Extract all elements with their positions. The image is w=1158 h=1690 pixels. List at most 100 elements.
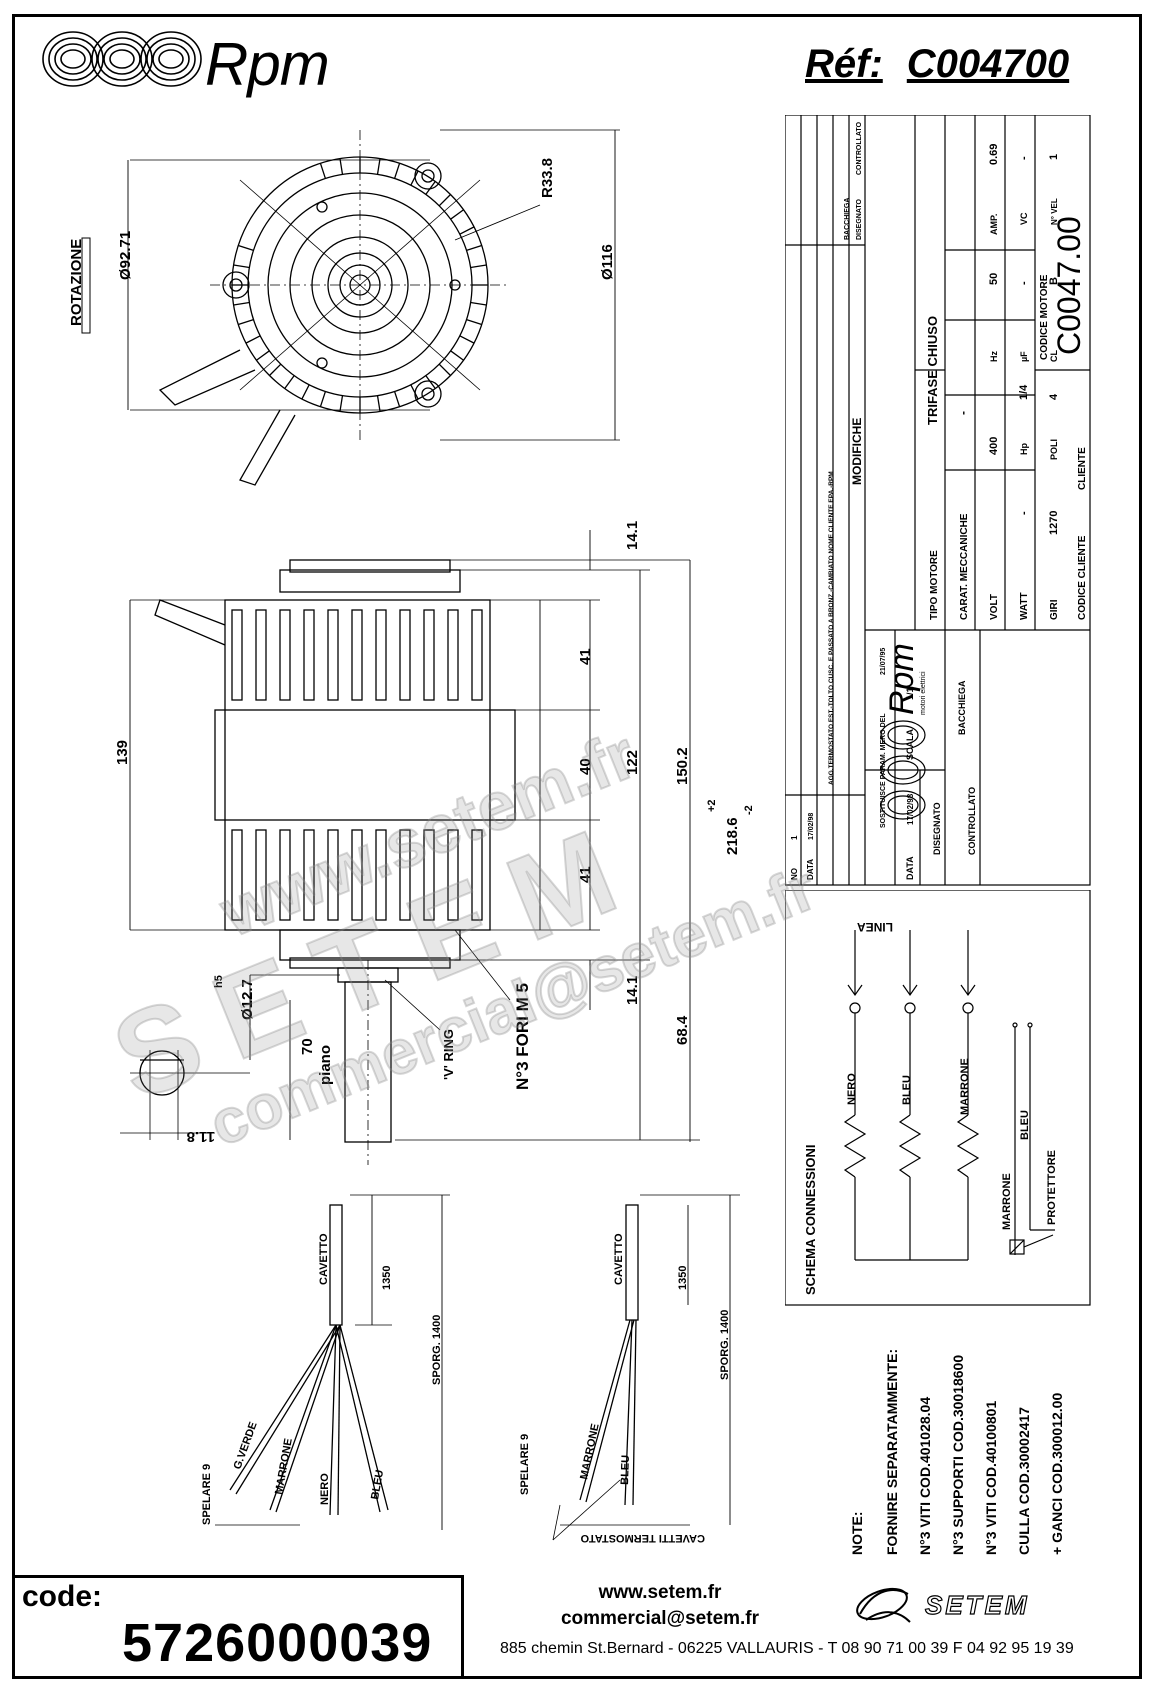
volt-value: 400 (988, 437, 1000, 455)
left-cavetto-label: CAVETTO (318, 1233, 330, 1285)
carat-label: CARAT. MECCANICHE (959, 513, 970, 620)
nvel-value: 1 (1048, 154, 1060, 160)
tipo-motore-label: TIPO MOTORE (929, 550, 940, 620)
disegnato-value: BACCHIEGA (957, 680, 967, 735)
rev-col-data: DATA (806, 859, 815, 880)
dim-122: 122 (624, 750, 641, 775)
drawing-frame (12, 14, 1142, 1679)
vc-value: - (1018, 156, 1030, 160)
notes-title: NOTE: (849, 1511, 865, 1555)
notes-line-6: + GANCI COD.300012.00 (1049, 1393, 1065, 1555)
dim-218: 218.6 (724, 817, 741, 855)
right-wire-marrone: MARRONE (578, 1423, 602, 1481)
hp-label: Hp (1019, 443, 1029, 455)
codice-cliente-label: CODICE CLIENTE (1077, 535, 1088, 620)
ref-label: Réf: (805, 42, 883, 86)
left-wire-nero: NERO (319, 1473, 331, 1505)
dim-radius: R33.8 (539, 158, 556, 198)
protettore-label: PROTETTORE (1046, 1150, 1058, 1225)
right-sporg: SPORG. 1400 (719, 1310, 731, 1380)
dim-41-bottom: 41 (577, 866, 594, 883)
linea-label: LINEA (857, 920, 893, 934)
giri-label: GIRI (1049, 599, 1060, 620)
schema-wire-bleu: BLEU (901, 1075, 913, 1105)
poli-value: 4 (1048, 393, 1060, 400)
footer-address: 885 chemin St.Bernard - 06225 VALLAURIS … (500, 1640, 1074, 1657)
dim-outer-diameter: Ø116 (599, 244, 616, 280)
notes-line-5: CULLA COD.30002417 (1016, 1407, 1032, 1555)
dim-150: 150.2 (674, 747, 691, 785)
right-wire-bleu: BLEU (619, 1455, 632, 1485)
schema-connessioni: LINEA SCHEMA CONNESSIONI NERO BLEU MARRO… (785, 890, 1091, 1306)
right-spelare: SPELARE 9 (519, 1434, 531, 1495)
giri-value: 1270 (1048, 511, 1060, 535)
code-label: code: (22, 1580, 103, 1613)
label-vring: 'V' RING (441, 1029, 456, 1080)
dim-flat: 11.8 (187, 1128, 215, 1145)
cliente-label: CLIENTE (1077, 447, 1088, 490)
dim-139: 139 (114, 740, 131, 765)
footer-email[interactable]: commercial@setem.fr (560, 1608, 760, 1629)
footer-website[interactable]: www.setem.fr (598, 1582, 722, 1603)
left-dim-1350: 1350 (381, 1266, 393, 1290)
title-logo-sub: motori elettrici (920, 671, 927, 715)
data-value: 17/02/98 (906, 793, 915, 825)
dim-41-top: 41 (577, 648, 594, 665)
cable-right-drawing (552, 1194, 740, 1541)
revision-text: AGG.TERMOSTATO EST.-TOLTO CUSC. E PASSAT… (828, 471, 835, 785)
watt-value: - (1018, 511, 1030, 515)
brand-name: Rpm (205, 31, 330, 98)
dim-68: 68.4 (674, 1015, 691, 1045)
schema-wire-marrone: MARRONE (959, 1058, 971, 1115)
poli-label: POLI (1049, 439, 1059, 460)
label-fori: N°3 FORI M 5 (513, 983, 532, 1090)
setem-logo-text: SETEM (925, 1590, 1030, 1620)
tipo-motore-value: TRIFASE CHIUSO (925, 316, 940, 425)
dim-70: 70 (299, 1038, 316, 1055)
sostituisce: SOSTITUISCE PARAM. MERO DEL (880, 713, 887, 828)
notes-line-1: FORNIRE SEPARATAMMENTE: (884, 1349, 900, 1555)
cl-value: B (1048, 277, 1060, 285)
left-sporg: SPORG. 1400 (431, 1315, 443, 1385)
controllato-label: CONTROLLATO (967, 787, 977, 855)
col-controllato: CONTROLLATO (856, 121, 863, 175)
rev-col-no: NO (790, 868, 799, 880)
title-rpm-logo: Rpm motori elettrici (880, 643, 927, 820)
motor-front-view (81, 129, 620, 486)
notes-line-3: N°3 SUPPORTI COD.30018600 (950, 1355, 966, 1555)
reference-number: Réf: C004700 (805, 42, 1093, 87)
setem-logo: SETEM (856, 1587, 1030, 1623)
codice-motore-value: C0047.00 (1051, 216, 1087, 355)
rev-date: 17/02/98 (808, 813, 815, 840)
right-cavetto-label: CAVETTO (613, 1233, 625, 1285)
scala-value: 1/1 (905, 687, 915, 700)
nvel-label: N° VEL (1050, 198, 1059, 225)
right-dim-1350: 1350 (677, 1266, 689, 1290)
amp-value: 0.69 (988, 144, 1000, 165)
data-label: DATA (905, 856, 915, 880)
amp-label: AMP. (989, 214, 999, 235)
motor-technical-drawing: ROTAZIONE Ø92.71 Ø116 R33.8 14.1 41 40 4… (68, 129, 755, 1544)
hp-value: 1/4 (1018, 384, 1030, 400)
dim-shaft-tol: h5 (213, 975, 225, 988)
ref-value: C004700 (906, 42, 1070, 86)
watt-label: WATT (1019, 592, 1030, 620)
schema-title: SCHEMA CONNESSIONI (803, 1145, 818, 1295)
col-disegnato: DISEGNATO (856, 198, 863, 240)
code-value: 5726000039 (122, 1613, 433, 1673)
volt-label: VOLT (989, 594, 1000, 620)
motor-side-view (120, 530, 700, 1165)
dim-shaft: Ø12.7 (239, 979, 256, 1020)
disegnato-label: DISEGNATO (932, 802, 942, 855)
sostituisce-date: 21/07/95 (880, 648, 887, 675)
rpm-coil-logo (42, 31, 202, 87)
notes-line-2: N°3 VITI COD.401028.04 (917, 1397, 933, 1555)
protettore-wire-marrone: MARRONE (1001, 1173, 1013, 1230)
right-termostato: CAVETTI TERMOSTATO (580, 1532, 705, 1544)
hz-value: 50 (988, 273, 1000, 285)
cable-left-drawing (215, 1194, 450, 1530)
code-box (12, 1575, 464, 1679)
col-modifiche: MODIFICHE (850, 418, 864, 485)
dim-bottom-gap: 14.1 (624, 976, 641, 1005)
cl-label: CL (1049, 350, 1059, 362)
